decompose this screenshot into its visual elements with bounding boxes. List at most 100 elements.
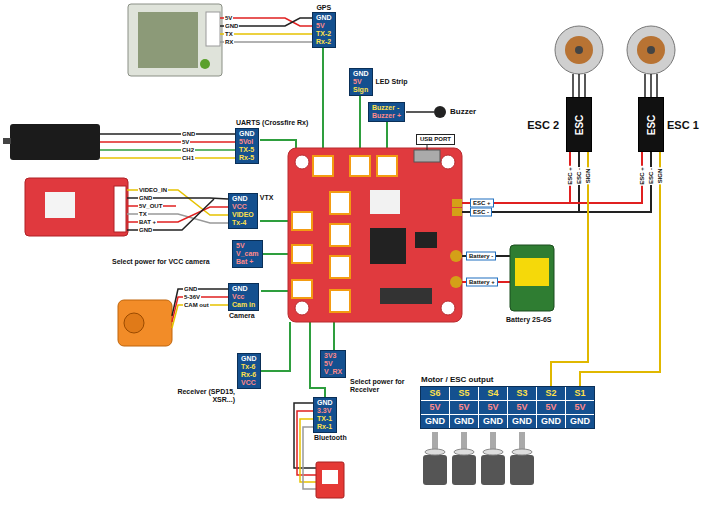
camera-module xyxy=(118,300,172,346)
pin-name: USB PORT xyxy=(420,136,451,143)
vtx-module xyxy=(25,178,128,236)
component xyxy=(415,232,437,248)
signal-name: ESC + xyxy=(639,166,646,186)
jst-connector xyxy=(377,156,397,176)
table-cell: 5V xyxy=(537,401,565,414)
pin-name: Rx-2 xyxy=(316,38,332,46)
wire xyxy=(260,140,296,150)
pin-name: VIDEO xyxy=(232,211,254,219)
signal-name: TX xyxy=(138,211,148,218)
pad-label: Battery - xyxy=(466,252,496,261)
jst-connector xyxy=(330,192,350,214)
wire xyxy=(127,199,214,230)
pin-header xyxy=(380,288,432,304)
pin-name: GND xyxy=(316,14,332,22)
signal-name: 5-36V xyxy=(183,294,201,301)
mount-hole xyxy=(295,301,309,315)
signal-name: VIDEO_IN xyxy=(138,187,168,194)
wire xyxy=(220,33,312,35)
gps-port-box: GPSGND5VTX-2Rx-2 xyxy=(312,12,336,48)
node-heading: GPS xyxy=(316,4,331,12)
pin-name: GND xyxy=(232,195,254,203)
power-select-box: 3V35VV_RX xyxy=(320,350,346,378)
signal-name: GND xyxy=(181,131,196,138)
bluetooth-port-box: GND3.3VTX-1Rx-1Bluetooth xyxy=(313,397,337,433)
flight-controller xyxy=(288,148,462,322)
camera-port-box: GNDVccCam inCamera xyxy=(228,283,259,311)
battery xyxy=(510,245,554,311)
battery-pad xyxy=(450,250,462,262)
crossfire-antenna xyxy=(3,138,11,144)
node-heading: Motor / ESC output xyxy=(421,376,493,385)
gps-connector xyxy=(206,12,220,46)
pin-name: Tx-6 xyxy=(241,363,257,371)
signal-name: ESC + xyxy=(567,166,574,186)
pin-name: GND xyxy=(241,355,257,363)
table-cell: 5V xyxy=(508,401,536,414)
esc-pad xyxy=(452,208,462,216)
jst-connector xyxy=(350,156,370,176)
table-cell: GND xyxy=(450,415,478,428)
table-cell: 5V xyxy=(566,401,594,414)
pin-name: Sign xyxy=(353,86,369,94)
wire xyxy=(260,220,292,222)
usb-port xyxy=(414,150,440,162)
mount-hole xyxy=(441,155,455,169)
pin-name: Rx-5 xyxy=(239,154,255,162)
motor-coil xyxy=(565,36,593,64)
gps-module xyxy=(128,4,222,76)
servo-horn xyxy=(454,449,474,455)
led-port-box: GND5VSignLED Strip xyxy=(349,68,373,96)
receiver-port-box: GNDTx-6Rx-6VCCReceiver (SPD15, XSR...) xyxy=(237,353,261,389)
node-heading: Camera xyxy=(229,312,255,320)
table-cell: GND xyxy=(479,415,507,428)
node-heading: Bluetooth xyxy=(314,434,347,442)
camera-lens xyxy=(124,313,144,333)
wire xyxy=(172,305,228,328)
vtx-connector xyxy=(114,186,126,232)
servo-horn xyxy=(483,449,503,455)
buzzer-symbol xyxy=(434,106,446,118)
node-heading: ESC 2 xyxy=(527,118,559,130)
jst-connector xyxy=(313,156,333,176)
wire xyxy=(100,157,235,159)
signal-wire xyxy=(580,152,660,386)
pin-name: Bat + xyxy=(236,258,259,266)
output-table: Motor / ESC outputS6S5S4S3S2S15V5V5V5V5V… xyxy=(420,386,595,429)
jst-connector xyxy=(330,256,350,278)
esc-pad xyxy=(452,199,462,207)
node-heading: ESC 1 xyxy=(667,118,699,130)
wire xyxy=(570,152,642,203)
pad-label: ESC + xyxy=(470,199,494,208)
vtx-chip xyxy=(45,192,75,218)
battery-pad xyxy=(450,276,462,288)
signal-name: ESC - xyxy=(576,167,583,185)
pin-name: GND xyxy=(353,70,369,78)
pin-name: 3V3 xyxy=(324,352,342,360)
bluetooth-module xyxy=(316,462,344,498)
uart-port-box: UARTS (Crossfire Rx)GND5VolTX-5Rx-5 xyxy=(235,128,259,164)
pin-name: 5Vol xyxy=(239,138,255,146)
wire xyxy=(100,149,235,151)
wire xyxy=(333,322,335,350)
pin-name: V_RX xyxy=(324,368,342,376)
pin-name: VCC xyxy=(232,203,254,211)
esc-box: ESCESC 2 xyxy=(566,97,592,152)
motor xyxy=(555,26,603,74)
pin-name: Buzzer - xyxy=(372,104,401,112)
pin-name: 5V xyxy=(236,242,259,250)
jst-connector xyxy=(292,245,312,263)
node-heading: Receiver (SPD15, XSR...) xyxy=(163,388,235,403)
pin-name: 5V xyxy=(316,22,332,30)
note-label: Select power for Receiver xyxy=(350,378,414,393)
servo xyxy=(481,455,505,485)
node-heading: VTX xyxy=(260,194,274,202)
wire xyxy=(573,74,585,97)
pin-name: TX-5 xyxy=(239,146,255,154)
motor-coil xyxy=(637,36,665,64)
pin-name: 5V xyxy=(353,78,369,86)
signal-name: GND xyxy=(138,227,153,234)
wire xyxy=(406,111,434,113)
motor-shaft xyxy=(647,46,655,54)
